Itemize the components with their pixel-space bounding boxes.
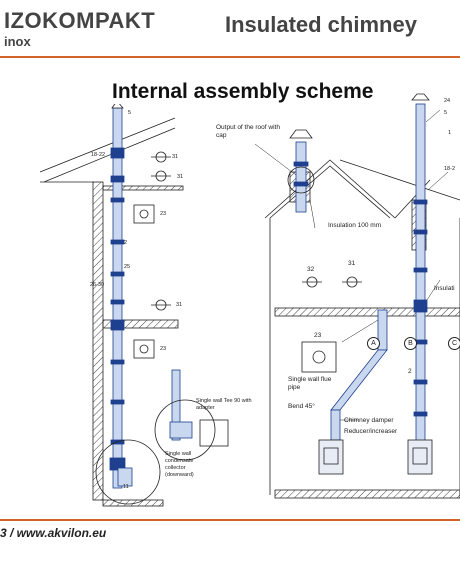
brand-subtitle: inox <box>4 34 31 49</box>
label-18-2: 18-2 <box>444 166 456 172</box>
left-chimney-pipe <box>109 100 126 489</box>
label-32: 32 <box>307 266 315 273</box>
label-26-30: 26-30 <box>90 282 105 288</box>
right-stack-tall <box>411 93 430 465</box>
note-collector: Single wall condensate collector (downwa… <box>165 451 194 478</box>
label-damper: Chimney damper <box>344 417 394 424</box>
scheme-title: Internal assembly scheme <box>110 80 376 104</box>
circle-label-a: A <box>367 337 380 350</box>
label-31-right: 31 <box>348 260 356 267</box>
document-title: Insulated chimney <box>225 12 417 37</box>
label-2-left: 2 <box>124 240 128 246</box>
assembly-diagram <box>39 93 460 507</box>
label-23-b: 23 <box>160 346 167 352</box>
left-detail <box>95 369 229 505</box>
brand-logo: IZOKOMPAKT <box>4 8 156 33</box>
label-23-a: 23 <box>160 211 167 217</box>
right-stack-left <box>287 129 315 213</box>
label-23-right: 23 <box>314 332 322 339</box>
right-brackets <box>301 276 362 373</box>
label-reducer: Reducer/increaser <box>344 428 398 435</box>
label-flue-pipe: Single wall flue pipe <box>288 376 332 391</box>
header-rule <box>0 56 460 58</box>
label-31-b: 31 <box>177 174 184 180</box>
label-24: 24 <box>444 98 451 104</box>
label-2-right: 2 <box>408 368 412 375</box>
note-tee: Single wall Tee 90 with adapter <box>196 398 252 411</box>
leader-lines <box>254 109 449 421</box>
left-assembly <box>39 117 184 507</box>
left-brackets <box>133 151 171 359</box>
label-bend: Bend 45° <box>288 403 315 410</box>
label-5-left: 5 <box>128 110 132 116</box>
label-5-right: 5 <box>444 110 448 116</box>
label-31-a: 31 <box>172 154 179 160</box>
label-11: 11 <box>123 484 129 490</box>
label-31-c: 31 <box>176 302 183 308</box>
circle-label-b: B <box>404 337 417 350</box>
circle-label-c: C <box>448 337 460 350</box>
label-roof-output: Output of the roof with cap <box>216 124 280 139</box>
label-insulation-cut: Insulati <box>434 285 455 292</box>
label-18-22: 18-22 <box>91 152 106 158</box>
footer-rule <box>0 519 460 521</box>
footer-text: 3 / www.akvilon.eu <box>0 526 107 540</box>
stoves <box>318 439 433 475</box>
label-insulation-100: Insulation 100 mm <box>328 222 382 229</box>
label-25: 25 <box>124 264 131 270</box>
label-1: 1 <box>448 130 452 136</box>
